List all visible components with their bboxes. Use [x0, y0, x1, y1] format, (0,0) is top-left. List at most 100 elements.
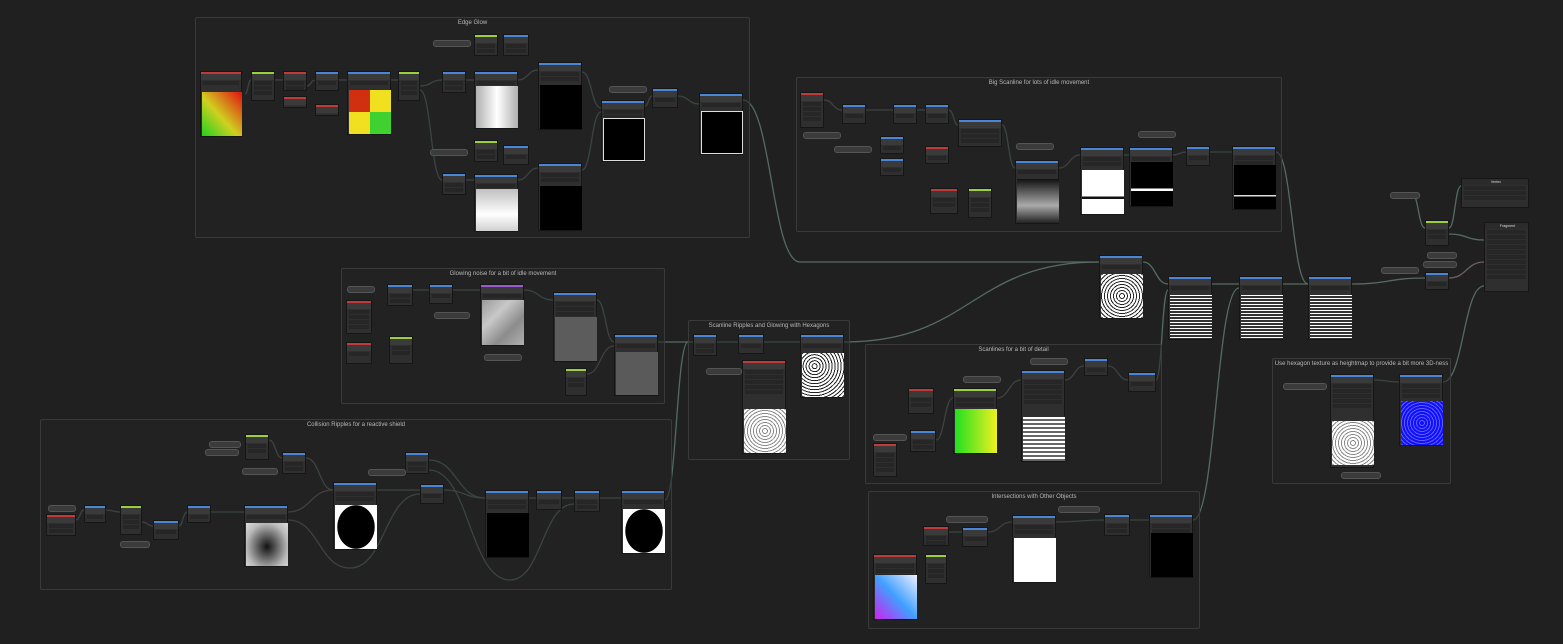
node-tiling-offset[interactable] [387, 284, 413, 306]
property-chip[interactable] [120, 541, 150, 548]
node-multiply-15[interactable] [621, 490, 665, 554]
vertex-normal-slot[interactable] [1464, 191, 1526, 195]
node-one-minus-3[interactable] [503, 34, 529, 56]
node-smoothstep-3[interactable] [958, 119, 1002, 147]
node-saturate-2[interactable] [1232, 146, 1276, 210]
node-time-4[interactable] [873, 443, 897, 477]
property-chip[interactable] [1283, 383, 1327, 390]
property-chip[interactable] [609, 86, 647, 93]
node-smoothstep-2[interactable] [538, 163, 582, 231]
node-uv[interactable] [200, 71, 242, 137]
node-uv-2[interactable] [930, 188, 958, 214]
node-one-minus-2[interactable] [474, 71, 518, 129]
node-float[interactable] [283, 96, 307, 108]
node-one-minus-6[interactable] [925, 146, 949, 164]
node-smoothstep-6[interactable] [485, 490, 529, 558]
node-distance-preview[interactable] [244, 505, 288, 567]
property-chip[interactable] [873, 434, 907, 441]
node-split[interactable] [251, 71, 275, 101]
node-add-14[interactable] [420, 484, 444, 504]
property-chip[interactable] [48, 505, 76, 512]
node-remap[interactable] [925, 104, 949, 124]
property-chip[interactable] [205, 449, 239, 456]
node-smoothstep-7[interactable] [1012, 515, 1056, 583]
node-add-2[interactable] [474, 140, 498, 162]
node-one-minus-7[interactable] [1129, 147, 1173, 207]
property-chip[interactable] [1016, 143, 1054, 150]
node-add-10[interactable] [1239, 276, 1283, 340]
node-multiply[interactable] [347, 71, 391, 135]
node-multiply-final[interactable] [1425, 272, 1449, 290]
node-one-minus-8[interactable] [1128, 372, 1156, 392]
node-saturate[interactable] [699, 93, 743, 155]
group-edge-glow[interactable]: Edge Glow [195, 17, 750, 238]
node-add-final[interactable] [1425, 220, 1449, 246]
node-split-2[interactable] [398, 71, 420, 101]
node-multiply-12[interactable] [1084, 358, 1108, 376]
node-split-5[interactable] [245, 434, 269, 460]
node-multiply-7[interactable] [1015, 160, 1059, 224]
property-chip[interactable] [1058, 506, 1100, 513]
node-add-13[interactable] [405, 452, 429, 474]
node-simple-noise[interactable] [480, 284, 524, 346]
node-screen-depth[interactable] [923, 526, 949, 546]
node-remap-2[interactable] [553, 292, 597, 362]
node-split-3[interactable] [968, 188, 992, 218]
node-distance[interactable] [187, 505, 211, 523]
node-smoothstep[interactable] [538, 62, 582, 130]
property-chip[interactable] [430, 149, 468, 156]
node-multiply-hex[interactable] [1099, 255, 1143, 319]
property-chip[interactable] [347, 286, 375, 293]
node-lerp[interactable] [614, 334, 658, 396]
node-uv-3[interactable] [908, 388, 934, 414]
node-smoothstep-5[interactable] [333, 482, 377, 550]
node-sample-texture-2[interactable] [1021, 370, 1065, 462]
node-add-8[interactable] [693, 334, 717, 356]
node-add[interactable] [474, 34, 498, 56]
property-chip[interactable] [946, 516, 988, 523]
node-multiply-8[interactable] [1186, 146, 1210, 166]
property-chip[interactable] [1390, 192, 1420, 199]
property-chip[interactable] [209, 441, 241, 448]
node-add-3[interactable] [601, 100, 645, 162]
node-smoothstep-4[interactable] [1080, 147, 1124, 215]
node-add-12[interactable] [282, 452, 306, 474]
node-one-minus-4[interactable] [503, 145, 529, 165]
property-chip[interactable] [1138, 131, 1176, 138]
node-multiply-14[interactable] [574, 490, 600, 512]
node-add-4[interactable] [880, 136, 904, 154]
node-subtract[interactable] [84, 505, 106, 523]
property-chip[interactable] [803, 132, 841, 139]
node-multiply-13[interactable] [153, 520, 179, 540]
node-multiply-11[interactable] [910, 430, 936, 452]
node-add-5[interactable] [429, 284, 453, 304]
vertex-tangent-slot[interactable] [1464, 196, 1526, 200]
property-chip[interactable] [963, 376, 1001, 383]
node-split-4[interactable] [953, 388, 997, 454]
property-chip[interactable] [834, 146, 872, 153]
node-one-minus[interactable] [283, 71, 307, 91]
property-chip[interactable] [1423, 261, 1457, 268]
group-scanlines-detail[interactable]: Scanlines for a bit of detail [865, 344, 1162, 484]
property-chip[interactable] [706, 368, 742, 375]
node-multiply-3[interactable] [442, 173, 466, 195]
master-vertex[interactable]: Vertex [1461, 178, 1529, 208]
node-one-minus-5[interactable] [474, 174, 518, 232]
node-multiply-10[interactable] [800, 334, 844, 398]
node-vector-1[interactable] [46, 514, 76, 536]
node-split-7[interactable] [925, 554, 947, 584]
node-split-6[interactable] [120, 505, 142, 535]
master-fragment[interactable]: Fragment [1484, 222, 1529, 292]
node-multiply-9[interactable] [738, 334, 764, 354]
property-chip[interactable] [434, 312, 470, 319]
node-add-11[interactable] [1308, 276, 1352, 340]
node-one-minus-9[interactable] [536, 490, 562, 510]
node-add-9[interactable] [1168, 276, 1212, 340]
node-float-2[interactable] [315, 104, 339, 116]
node-add-6[interactable] [389, 336, 413, 364]
node-multiply-4[interactable] [652, 88, 678, 108]
property-chip[interactable] [1381, 267, 1419, 274]
node-time-3[interactable] [346, 342, 372, 364]
property-chip[interactable] [433, 40, 471, 47]
